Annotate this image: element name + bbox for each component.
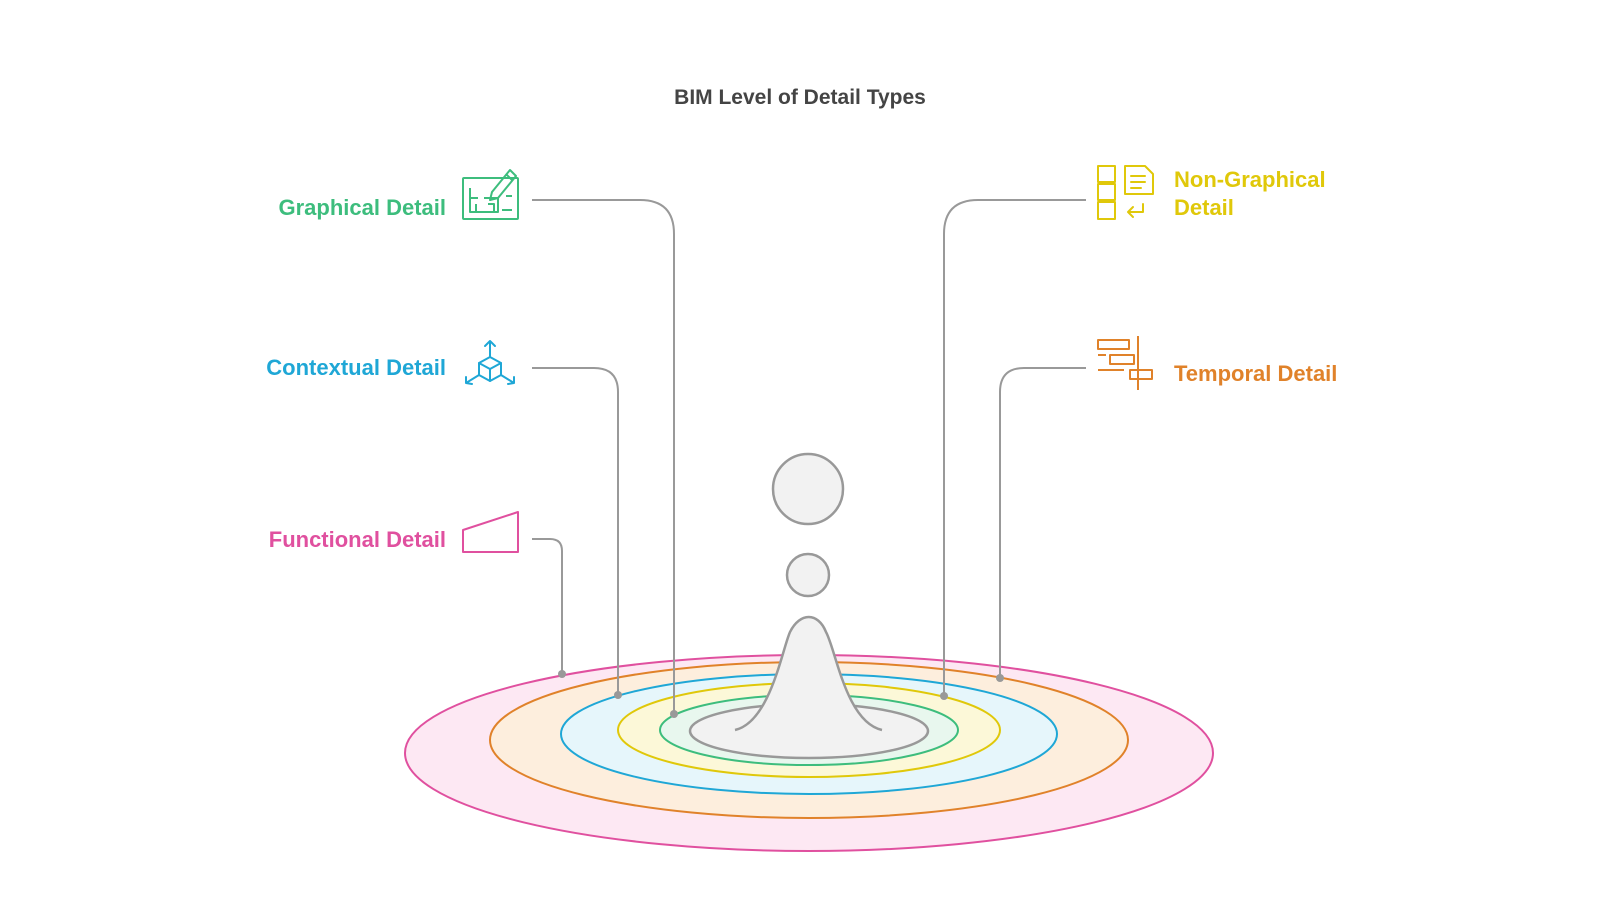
dot-functional bbox=[558, 670, 566, 678]
droplet-large bbox=[771, 452, 845, 526]
diagram-title: BIM Level of Detail Types bbox=[674, 86, 926, 109]
blueprint-pencil-icon bbox=[462, 169, 519, 220]
droplet-small bbox=[785, 552, 831, 598]
connector-non-graphical bbox=[943, 199, 1086, 696]
dot-contextual bbox=[614, 691, 622, 699]
splash-peak-outline bbox=[734, 615, 883, 732]
label-graphical-detail: Graphical Detail bbox=[278, 195, 446, 220]
label-non-graphical-detail: Non-Graphical Detail bbox=[1174, 167, 1326, 220]
connector-dots bbox=[558, 670, 1004, 718]
dot-non-graphical bbox=[940, 692, 948, 700]
connector-contextual bbox=[532, 367, 619, 695]
connector-graphical bbox=[532, 199, 675, 714]
cube-arrows-icon bbox=[465, 340, 515, 385]
label-temporal-detail: Temporal Detail bbox=[1174, 361, 1338, 386]
connectors bbox=[532, 199, 1086, 714]
connector-temporal bbox=[999, 367, 1086, 678]
document-list-icon bbox=[1097, 165, 1154, 220]
splash-peak bbox=[735, 617, 882, 730]
dot-graphical bbox=[670, 710, 678, 718]
connector-functional bbox=[532, 538, 563, 674]
dot-temporal bbox=[996, 674, 1004, 682]
trapezoid-icon bbox=[462, 511, 519, 553]
gantt-icon bbox=[1097, 336, 1153, 390]
label-functional-detail: Functional Detail bbox=[268, 527, 446, 552]
label-contextual-detail: Contextual Detail bbox=[266, 355, 446, 380]
